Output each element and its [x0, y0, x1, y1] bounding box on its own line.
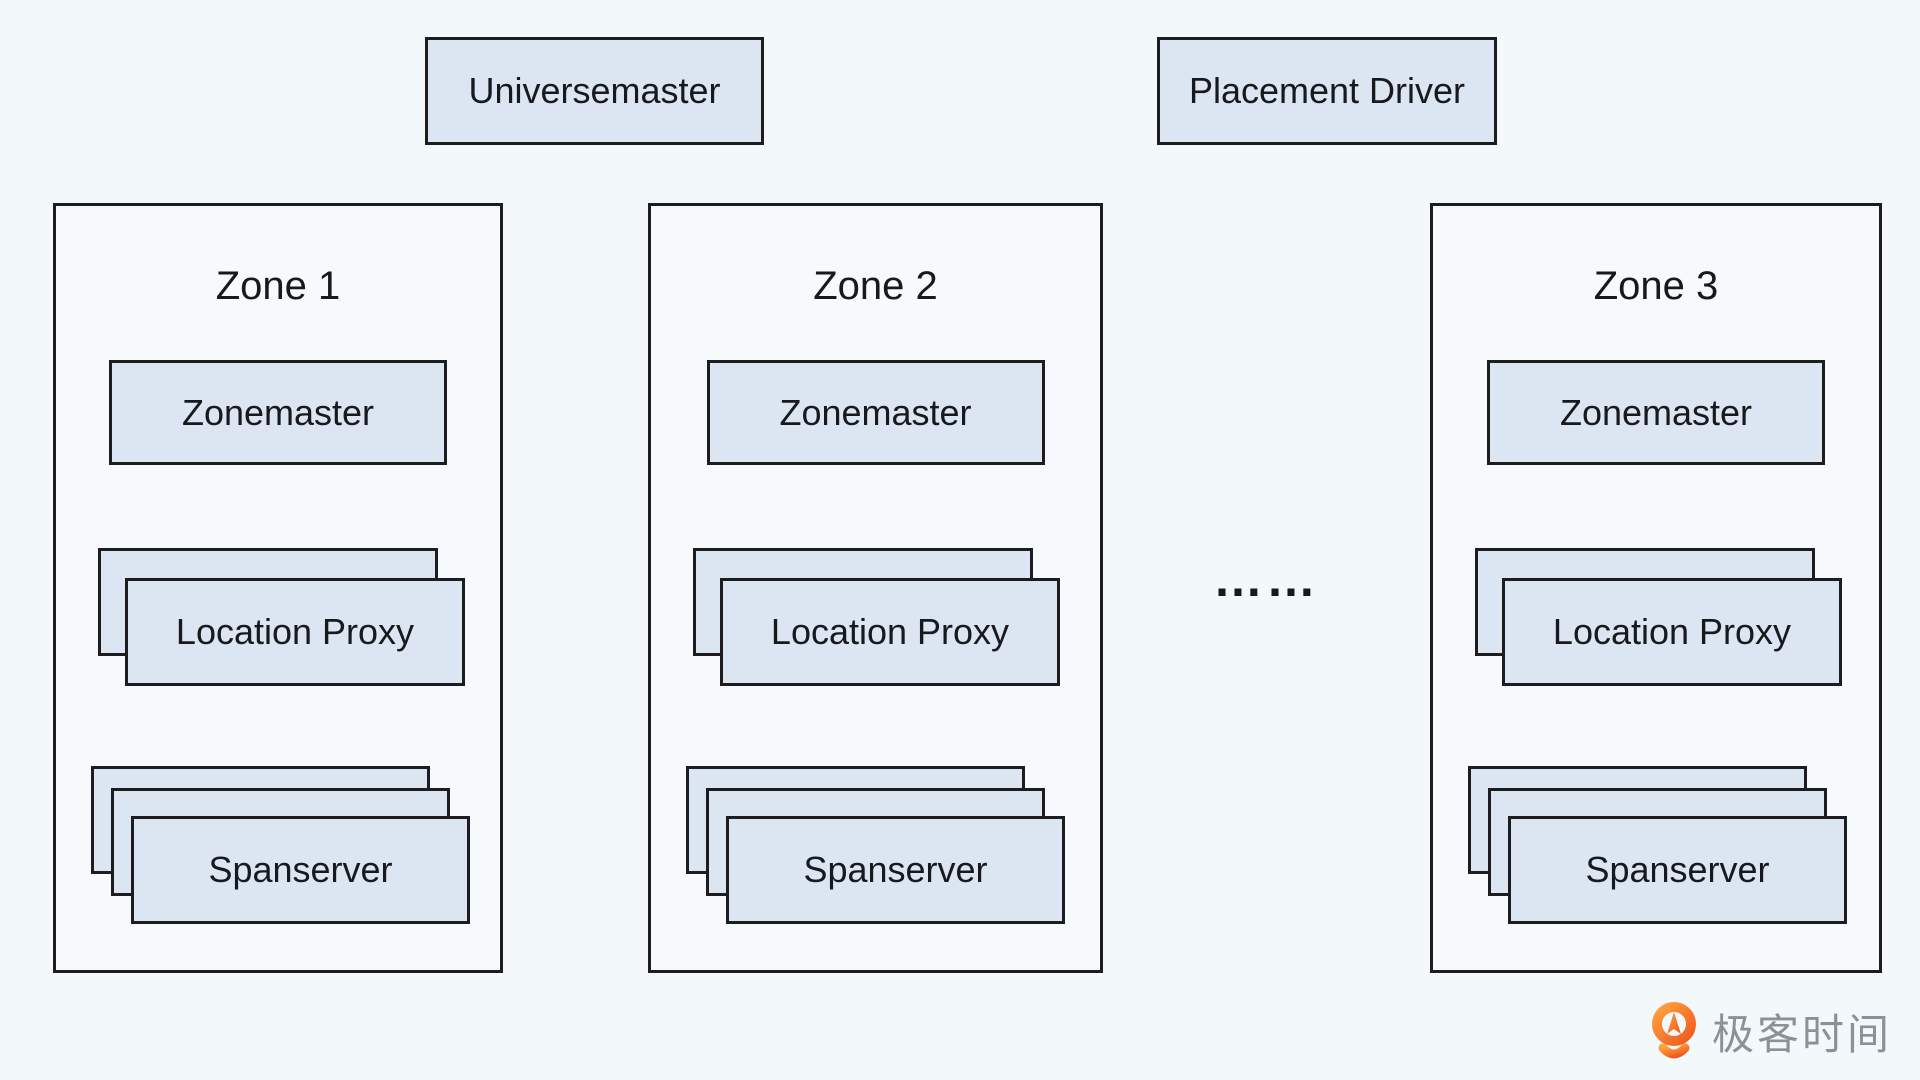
spanserver-front-box: Spanserver	[726, 816, 1065, 924]
zone-2-location-proxy-stack: Location Proxy	[693, 548, 1062, 688]
placement-driver-box: Placement Driver	[1157, 37, 1497, 145]
zone-1-zonemaster-box: Zonemaster	[109, 360, 447, 465]
geektime-logo-text: 极客时间	[1712, 1010, 1893, 1058]
geektime-logo-icon	[1652, 1002, 1696, 1059]
zonemaster-label: Zonemaster	[181, 391, 375, 433]
zone-3-location-proxy-stack: Location Proxy	[1475, 548, 1844, 688]
placement-driver-label: Placement Driver	[1188, 70, 1466, 111]
zone-1-spanserver-stack: Spanserver	[91, 766, 472, 926]
location-proxy-front-box: Location Proxy	[125, 578, 465, 686]
zone-3-title: Zone 3	[1593, 264, 1719, 308]
zone-2-zonemaster-box: Zonemaster	[706, 360, 1045, 465]
zone-2-title: Zone 2	[813, 264, 938, 308]
zonemaster-label: Zonemaster	[779, 391, 972, 433]
location-proxy-label: Location Proxy	[175, 611, 415, 652]
zonemaster-label: Zonemaster	[1559, 391, 1753, 433]
universemaster-label: Universemaster	[468, 70, 721, 111]
zone-1-location-proxy-stack: Location Proxy	[98, 548, 467, 688]
zone-3-zonemaster-box: Zonemaster	[1487, 360, 1825, 465]
zone-1-title: Zone 1	[215, 264, 341, 308]
spanserver-front-box: Spanserver	[1508, 816, 1847, 924]
location-proxy-front-box: Location Proxy	[1502, 578, 1842, 686]
zone-2-spanserver-stack: Spanserver	[686, 766, 1067, 926]
universemaster-box: Universemaster	[425, 37, 764, 145]
zone-1-container: Zone 1 Zonemaster Location Proxy Spanser…	[53, 203, 503, 973]
location-proxy-front-box: Location Proxy	[720, 578, 1060, 686]
spanserver-label: Spanserver	[208, 849, 393, 890]
location-proxy-label: Location Proxy	[770, 611, 1010, 652]
spanserver-label: Spanserver	[803, 849, 988, 890]
zone-3-spanserver-stack: Spanserver	[1468, 766, 1849, 926]
more-zones-ellipsis: ……	[1213, 551, 1319, 607]
zone-3-container: Zone 3 Zonemaster Location Proxy Spanser…	[1430, 203, 1882, 973]
zone-2-container: Zone 2 Zonemaster Location Proxy Spanser…	[648, 203, 1103, 973]
location-proxy-label: Location Proxy	[1552, 611, 1792, 652]
spanserver-label: Spanserver	[1585, 849, 1770, 890]
geektime-logo: 极客时间	[1650, 996, 1892, 1066]
spanserver-front-box: Spanserver	[131, 816, 470, 924]
